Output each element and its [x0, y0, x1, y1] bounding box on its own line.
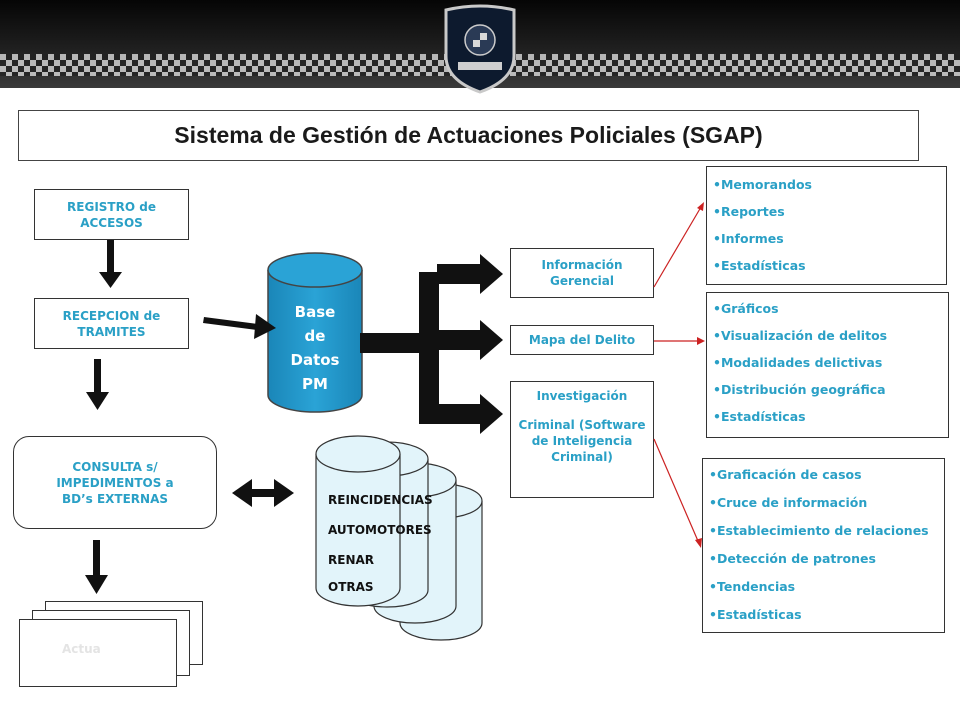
investigacion-criminal-box: Investigación Criminal (Software de Inte… — [510, 381, 654, 498]
list-item: •Detección de patrones — [709, 551, 876, 566]
external-db-label: RENAR — [328, 553, 375, 567]
arrow-down-2 — [86, 359, 109, 410]
list-item: •Tendencias — [709, 579, 796, 594]
list-item: •Graficación de casos — [709, 467, 862, 482]
mapa-list: •Gráficos •Visualización de delitos •Mod… — [706, 292, 949, 438]
document-sheet-front: Actua — [19, 619, 177, 687]
list-item: •Gráficos — [713, 301, 779, 316]
database-text: Base de Datos PM — [290, 303, 340, 393]
informacion-gerencial-label: Información Gerencial — [541, 258, 623, 288]
recepcion-tramites-box: RECEPCION de TRAMITES — [34, 298, 189, 349]
database-cylinder — [267, 252, 363, 413]
informacion-gerencial-box: Información Gerencial — [510, 248, 654, 298]
external-db-label: OTRAS — [328, 580, 374, 594]
list-item: •Visualización de delitos — [713, 328, 888, 343]
page-title: Sistema de Gestión de Actuaciones Polici… — [18, 110, 919, 161]
recepcion-tramites-label: RECEPCION de TRAMITES — [62, 308, 161, 339]
registro-accesos-label: REGISTRO de ACCESOS — [67, 199, 156, 230]
list-item: •Estadísticas — [709, 607, 802, 622]
branching-arrow — [360, 254, 503, 434]
list-item: •Estadísticas — [713, 258, 806, 273]
external-db-label: REINCIDENCIAS — [328, 493, 433, 507]
list-item: •Cruce de información — [709, 495, 868, 510]
red-connectors — [653, 202, 705, 548]
database-label: Base de Datos PM — [268, 300, 362, 396]
consulta-impedimentos-box: CONSULTA s/ IMPEDIMENTOS a BD’s EXTERNAS — [13, 436, 217, 529]
consulta-impedimentos-label: CONSULTA s/ IMPEDIMENTOS a BD’s EXTERNAS — [56, 459, 174, 506]
arrow-down-1 — [99, 240, 122, 288]
police-shield-logo — [444, 4, 516, 94]
arrow-to-database — [203, 314, 276, 339]
list-item: •Establecimiento de relaciones — [709, 523, 929, 538]
list-item: •Reportes — [713, 204, 785, 219]
registro-accesos-box: REGISTRO de ACCESOS — [34, 189, 189, 240]
list-item: •Memorandos — [713, 177, 812, 192]
mapa-delito-label: Mapa del Delito — [528, 333, 636, 347]
investigacion-label: Investigación — [536, 389, 628, 403]
list-item: •Estadísticas — [713, 409, 806, 424]
investigacion-list: •Graficación de casos •Cruce de informac… — [702, 458, 945, 633]
arrow-down-3 — [85, 540, 108, 594]
external-db-cylinder-1 — [315, 435, 401, 607]
list-item: •Informes — [713, 231, 784, 246]
external-db-label: AUTOMOTORES — [328, 523, 432, 537]
list-item: •Modalidades delictivas — [713, 355, 883, 370]
mapa-delito-box: Mapa del Delito — [510, 325, 654, 355]
actuaciones-label: Actua — [62, 642, 101, 656]
bidirectional-arrow — [232, 479, 294, 507]
criminal-software-label: Criminal (Software de Inteligencia Crimi… — [518, 418, 646, 464]
informacion-list: •Memorandos •Reportes •Informes •Estadís… — [706, 166, 947, 285]
list-item: •Distribución geográfica — [713, 382, 886, 397]
